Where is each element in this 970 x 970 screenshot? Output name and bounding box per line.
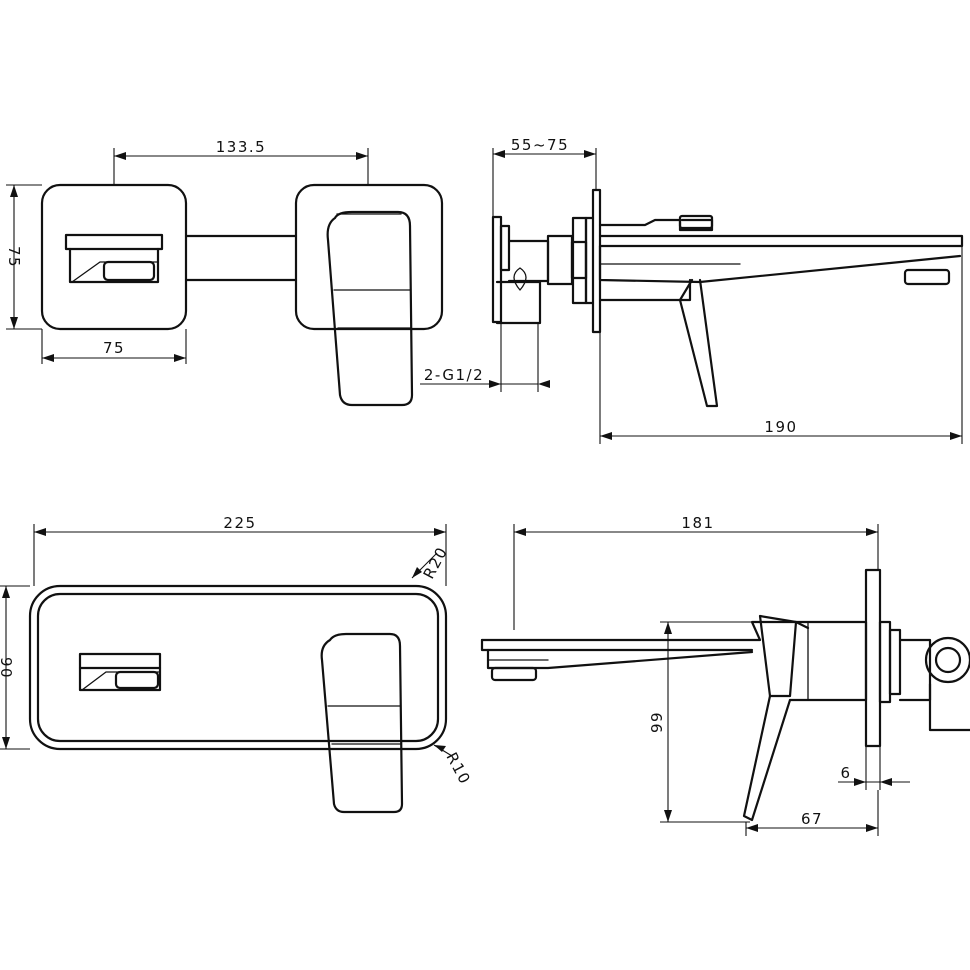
dim-radius-outer-label: R20 [420, 543, 452, 581]
dim-section-height: 99 [648, 621, 760, 823]
dim-front-width: 75 [41, 329, 187, 364]
dim-thread: 2-G1/2 [420, 323, 550, 392]
plate-view: 225 90 R20 R10 [0, 514, 474, 814]
dim-plate-height-label: 90 [0, 657, 15, 679]
dim-thread-label: 2-G1/2 [424, 366, 484, 384]
dim-plate-width: 225 [33, 514, 447, 586]
dim-section-height-label: 99 [648, 711, 666, 733]
dim-spacing-label: 133.5 [216, 138, 266, 156]
plate-handle [320, 632, 404, 814]
dim-plate-thickness-label: 6 [840, 764, 851, 782]
side-view: 55~75 2-G1/2 190 [420, 136, 964, 444]
mixer-handle [326, 210, 414, 407]
front-view: 133.5 75 75 [5, 138, 444, 407]
dim-wall-depth: 55~75 [492, 136, 597, 217]
dim-radius-inner-label: R10 [442, 749, 474, 787]
dim-spout-length: 190 [599, 246, 963, 444]
section-view: 181 99 6 67 [480, 514, 970, 836]
dim-radius-inner: R10 [433, 744, 474, 788]
spout-outlet [64, 233, 164, 284]
dim-handle-offset: 67 [745, 790, 879, 836]
dim-spout-length-label: 190 [764, 418, 797, 436]
dim-section-length-label: 181 [681, 514, 714, 532]
dim-plate-height: 90 [0, 585, 30, 750]
dim-plate-width-label: 225 [223, 514, 256, 532]
dim-front-height: 75 [5, 184, 42, 330]
plate-spout-outlet [78, 652, 162, 692]
dim-plate-thickness: 6 [838, 746, 910, 790]
dim-handle-offset-label: 67 [801, 810, 823, 828]
dim-front-width-label: 75 [103, 339, 125, 357]
dim-spacing: 133.5 [113, 138, 369, 185]
dim-section-length: 181 [513, 514, 879, 630]
dim-wall-depth-label: 55~75 [511, 136, 569, 154]
dim-front-height-label: 75 [5, 246, 23, 268]
